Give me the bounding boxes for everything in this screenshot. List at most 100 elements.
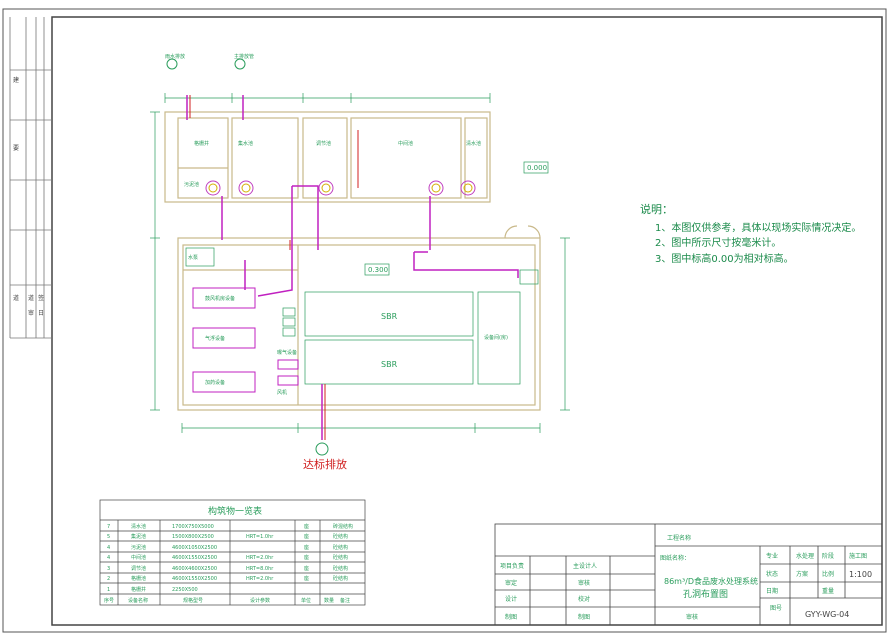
tank-label-clear: 清水池: [466, 140, 481, 147]
table-cell: 7: [107, 524, 110, 530]
table-cell: 1700X750X5000: [172, 524, 214, 530]
sbr-label-bottom: SBR: [381, 360, 398, 369]
table-cell: 4600X1550X2500: [172, 576, 217, 582]
structure-table-title: 构筑物一览表: [208, 505, 262, 517]
table-cell: 座: [304, 544, 309, 551]
reviewer: 审核: [686, 613, 698, 621]
pump-icons: [205, 180, 476, 196]
room-label-right: 设备间(房): [484, 334, 508, 341]
table-cell: 2: [107, 576, 110, 582]
table-cell: 中间池: [131, 554, 146, 561]
table-cell: 座: [304, 575, 309, 582]
binding-strip: [9, 17, 52, 339]
structure-table-grid: [99, 499, 366, 606]
table-cell: 格栅井: [131, 586, 146, 593]
inner-frame: [51, 16, 883, 626]
plan-walls: [164, 111, 541, 411]
table-cell: 5: [107, 534, 110, 540]
side-label-1: 要: [13, 145, 19, 152]
date-label: 日期: [766, 587, 778, 595]
table-header: 备注: [340, 597, 350, 604]
table-cell: 2250X500: [172, 587, 198, 593]
tank-label-grid: 格栅井: [194, 140, 209, 147]
table-cell: 座: [304, 554, 309, 561]
room-label-left: 水泵: [188, 254, 198, 261]
status-value: 方案: [796, 570, 808, 578]
design: 设计: [505, 595, 517, 603]
table-cell: 污泥池: [131, 544, 146, 551]
stage-label: 阶段: [822, 552, 834, 560]
side-label-5: 审: [28, 309, 34, 317]
table-header: 设计参数: [250, 597, 270, 604]
table-cell: HRT=2.0hr: [246, 555, 274, 561]
table-cell: 4600X1050X2500: [172, 545, 217, 551]
stage-value: 施工图: [849, 552, 867, 560]
table-cell: 砼结构: [333, 565, 348, 572]
table-header: 设备名称: [128, 597, 148, 604]
table-cell: 4600X1550X2500: [172, 555, 217, 561]
sheet-label: 图号: [770, 605, 782, 612]
side-label-2: 建: [13, 76, 19, 84]
table-cell: 4: [107, 545, 110, 551]
table-cell: 集泥池: [131, 533, 146, 540]
drawing-subtitle: 孔洞布置图: [683, 588, 728, 600]
chief-designer: 主设计人: [573, 562, 597, 570]
table-cell: 砼结构: [333, 533, 348, 540]
equipment-boxes: [192, 287, 299, 393]
proof: 校对: [578, 595, 590, 603]
table-cell: 座: [304, 533, 309, 540]
notes-title: 说明：: [640, 202, 673, 216]
note-1: 1、本图仅供参考，具体以现场实际情况决定。: [655, 221, 861, 234]
table-cell: 调节池: [131, 565, 146, 572]
review: 审定: [505, 579, 517, 587]
equipment-label-aerator: 曝气设备: [277, 349, 297, 356]
table-cell: HRT=2.0hr: [246, 576, 274, 582]
tank-label-sludge: 污泥池: [184, 181, 199, 188]
elevation-top: 0.000: [527, 164, 547, 172]
dimension-lines: [150, 93, 570, 433]
drawing-name-label: 图纸名称：: [660, 554, 690, 562]
equipment-label-3: 加药设备: [205, 379, 225, 386]
side-label-6: 签: [38, 294, 44, 302]
table-cell: 3: [107, 566, 110, 572]
table-header: 序号: [104, 597, 114, 604]
major-label: 专业: [766, 552, 778, 560]
sbr-label-top: SBR: [381, 312, 398, 321]
table-cell: 砼结构: [333, 554, 348, 561]
elevation-mid: 0.300: [368, 266, 388, 274]
title-block-grid: [494, 523, 883, 626]
side-label-4: 道: [28, 294, 34, 302]
label-main-pipe: 主排放管: [234, 53, 254, 60]
table-cell: 砖混结构: [333, 523, 353, 530]
table-cell: 清水池: [131, 523, 146, 530]
table-cell: 格栅池: [131, 575, 146, 582]
sheet-value: GYY-WG-04: [805, 610, 849, 619]
table-cell: 1: [107, 587, 110, 593]
major-value: 水处理: [796, 552, 814, 560]
ver-value: 重量: [822, 587, 834, 595]
check: 审核: [578, 579, 590, 587]
table-cell: HRT=1.0hr: [246, 534, 274, 540]
equipment-label-1: 鼓风机房设备: [205, 295, 235, 302]
table-cell: HRT=8.0hr: [246, 566, 274, 572]
table-header: 规格型号: [183, 597, 203, 604]
scale-label: 比例: [822, 570, 834, 578]
valve-icons: [166, 58, 329, 456]
tank-label-adjust: 调节池: [316, 140, 331, 147]
project-name-label: 工程名称: [667, 534, 691, 542]
side-label-3: 道: [13, 294, 19, 302]
table-cell: 4: [107, 555, 110, 561]
note-2: 2、图中所示尺寸按毫米计。: [655, 236, 781, 249]
project-lead: 项目负责: [500, 562, 524, 570]
structure-table-rows: 7 清水池 1700X750X5000 座 砖混结构 5 集泥池 1500X80…: [104, 523, 353, 604]
equipment-label-2: 气浮设备: [205, 335, 225, 342]
title-block-text: 工程名称 图纸名称： 项目负责 审定 设计 制图 主设计人 审核 校对 制图 审…: [500, 534, 867, 621]
pipes-red: [189, 95, 359, 440]
table-cell: 座: [304, 523, 309, 530]
tank-label-sump: 集水池: [238, 140, 253, 147]
table-cell: 砼结构: [333, 544, 348, 551]
discharge-label: 达标排放: [303, 457, 347, 471]
status-label: 状态: [766, 570, 778, 578]
side-label-7: 日: [38, 310, 44, 317]
